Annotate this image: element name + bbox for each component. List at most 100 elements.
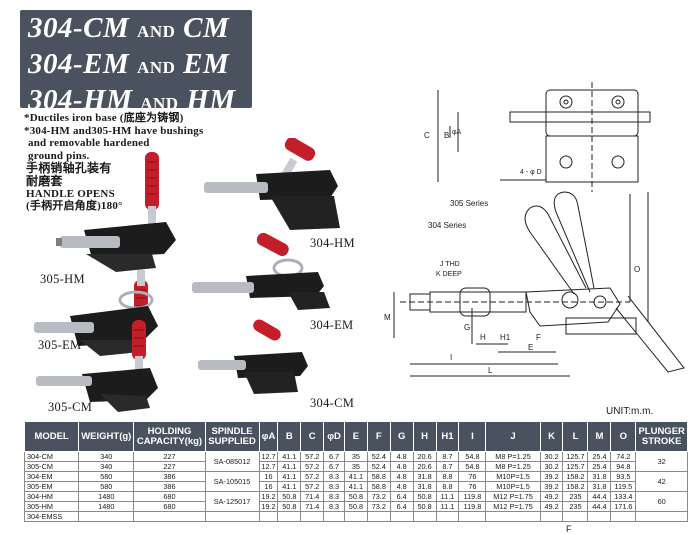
table-cell: 76 [458, 481, 487, 492]
dim-i: I [450, 353, 452, 362]
dim-f: F [536, 333, 541, 342]
label-304-em: 304-EM [310, 318, 354, 332]
table-cell: 119.8 [458, 491, 487, 502]
table-cell: 39.2 [539, 481, 564, 492]
note-line: 手柄销轴孔装有 [26, 161, 112, 176]
table-cell: 580 [78, 471, 135, 482]
table-cell [78, 511, 135, 522]
table-cell: 49.2 [539, 501, 564, 512]
table-cell: 76 [458, 471, 487, 482]
table-cell: 6.4 [389, 501, 414, 512]
table-cell: 235 [562, 491, 589, 502]
table-cell: 125.7 [562, 461, 589, 472]
col-header: G [389, 421, 414, 452]
table-cell: 50.8 [343, 491, 368, 502]
table-cell: SA-125017 [204, 491, 260, 512]
drawing-dia: 4 - φ D [520, 169, 542, 176]
table-cell: 25.4 [587, 461, 612, 472]
table-cell: 227 [133, 451, 206, 462]
table-cell: 6.7 [323, 461, 345, 472]
table-cell: 158.2 [562, 471, 589, 482]
table-cell: M8 P=1.25 [485, 451, 541, 462]
col-header: PLUNGER STROKE [635, 421, 688, 452]
product-notes: *Ductiles iron base (底座为铸钢) *304-HM and3… [24, 112, 264, 213]
table-cell: 386 [133, 481, 206, 492]
table-cell: 31.8 [412, 471, 437, 482]
col-header: K [539, 421, 564, 452]
note-line: *Ductiles iron base (底座为铸钢) [24, 112, 184, 124]
dim-m: M [384, 313, 391, 322]
col-header: H [412, 421, 437, 452]
title-line-cm: 304-CM AND CM [28, 12, 230, 44]
table-cell: 133.4 [610, 491, 637, 502]
table-cell [300, 511, 325, 522]
table-cell: SA-105015 [204, 471, 260, 492]
dim-c: C [424, 131, 430, 140]
dim-h: H [480, 333, 486, 342]
table-cell [539, 511, 564, 522]
table-cell: 580 [78, 481, 135, 492]
table-cell [587, 511, 612, 522]
table-cell: 41.1 [277, 471, 302, 482]
table-cell: 8.8 [435, 471, 460, 482]
table-cell: 680 [133, 501, 206, 512]
col-header: M [587, 421, 612, 452]
table-cell: 11.1 [435, 501, 460, 512]
table-cell: 44.4 [587, 501, 612, 512]
title-line-hm: 304-HM AND HM [28, 84, 236, 116]
col-header: B [277, 421, 302, 452]
dim-a: φA [452, 129, 462, 136]
table-cell: 41.1 [277, 461, 302, 472]
col-header: φD [323, 421, 345, 452]
unit-label: UNIT:m.m. [606, 406, 654, 417]
table-row: 304-EMSS [23, 511, 688, 522]
table-cell: 6.4 [389, 491, 414, 502]
table-cell: 57.2 [300, 461, 325, 472]
note-line: (手柄开启角度)180° [26, 200, 123, 213]
table-cell: 227 [133, 461, 206, 472]
table-cell [204, 511, 260, 522]
table-cell: 32 [635, 451, 688, 472]
table-cell: 31.8 [587, 481, 612, 492]
label-305-cm: 305-CM [48, 400, 93, 414]
table-cell: 16 [258, 471, 279, 482]
clamp-photo-304-cm [198, 319, 308, 394]
model-cell: 305-HM [23, 501, 80, 512]
table-cell: 235 [562, 501, 589, 512]
table-cell: M10P=1.5 [485, 481, 541, 492]
table-cell: 39.2 [539, 471, 564, 482]
table-cell [562, 511, 589, 522]
table-cell: 50.8 [277, 491, 302, 502]
table-cell: 35 [343, 461, 368, 472]
table-cell: 19.2 [258, 501, 279, 512]
table-cell [389, 511, 414, 522]
table-cell: 54.8 [458, 451, 487, 462]
spec-table-header: MODEL WEIGHT(g) HOLDING CAPACITY(kg) SPI… [23, 421, 688, 452]
table-cell [435, 511, 460, 522]
table-cell: 8.3 [323, 481, 345, 492]
dim-e: E [528, 343, 533, 352]
table-cell: 386 [133, 471, 206, 482]
table-cell: 4.8 [389, 471, 414, 482]
table-cell: 94.8 [610, 461, 637, 472]
model-cell: 304-EMSS [23, 511, 80, 522]
note-line: HANDLE OPENS [26, 187, 115, 200]
label-304-hm: 304-HM [310, 236, 355, 250]
dim-h1: H1 [500, 333, 511, 342]
col-header: O [610, 421, 637, 452]
col-header: E [343, 421, 368, 452]
table-cell: 11.1 [435, 491, 460, 502]
table-cell: 60 [635, 491, 688, 512]
table-cell: 73.2 [366, 501, 391, 512]
table-cell: 1480 [78, 501, 135, 512]
col-header: I [458, 421, 487, 452]
drawing-kdeep: K DEEP [436, 271, 462, 278]
table-cell: 58.8 [366, 471, 391, 482]
table-cell: 119.8 [458, 501, 487, 512]
col-header: J [485, 421, 541, 452]
col-header: SPINDLE SUPPLIED [204, 421, 260, 452]
